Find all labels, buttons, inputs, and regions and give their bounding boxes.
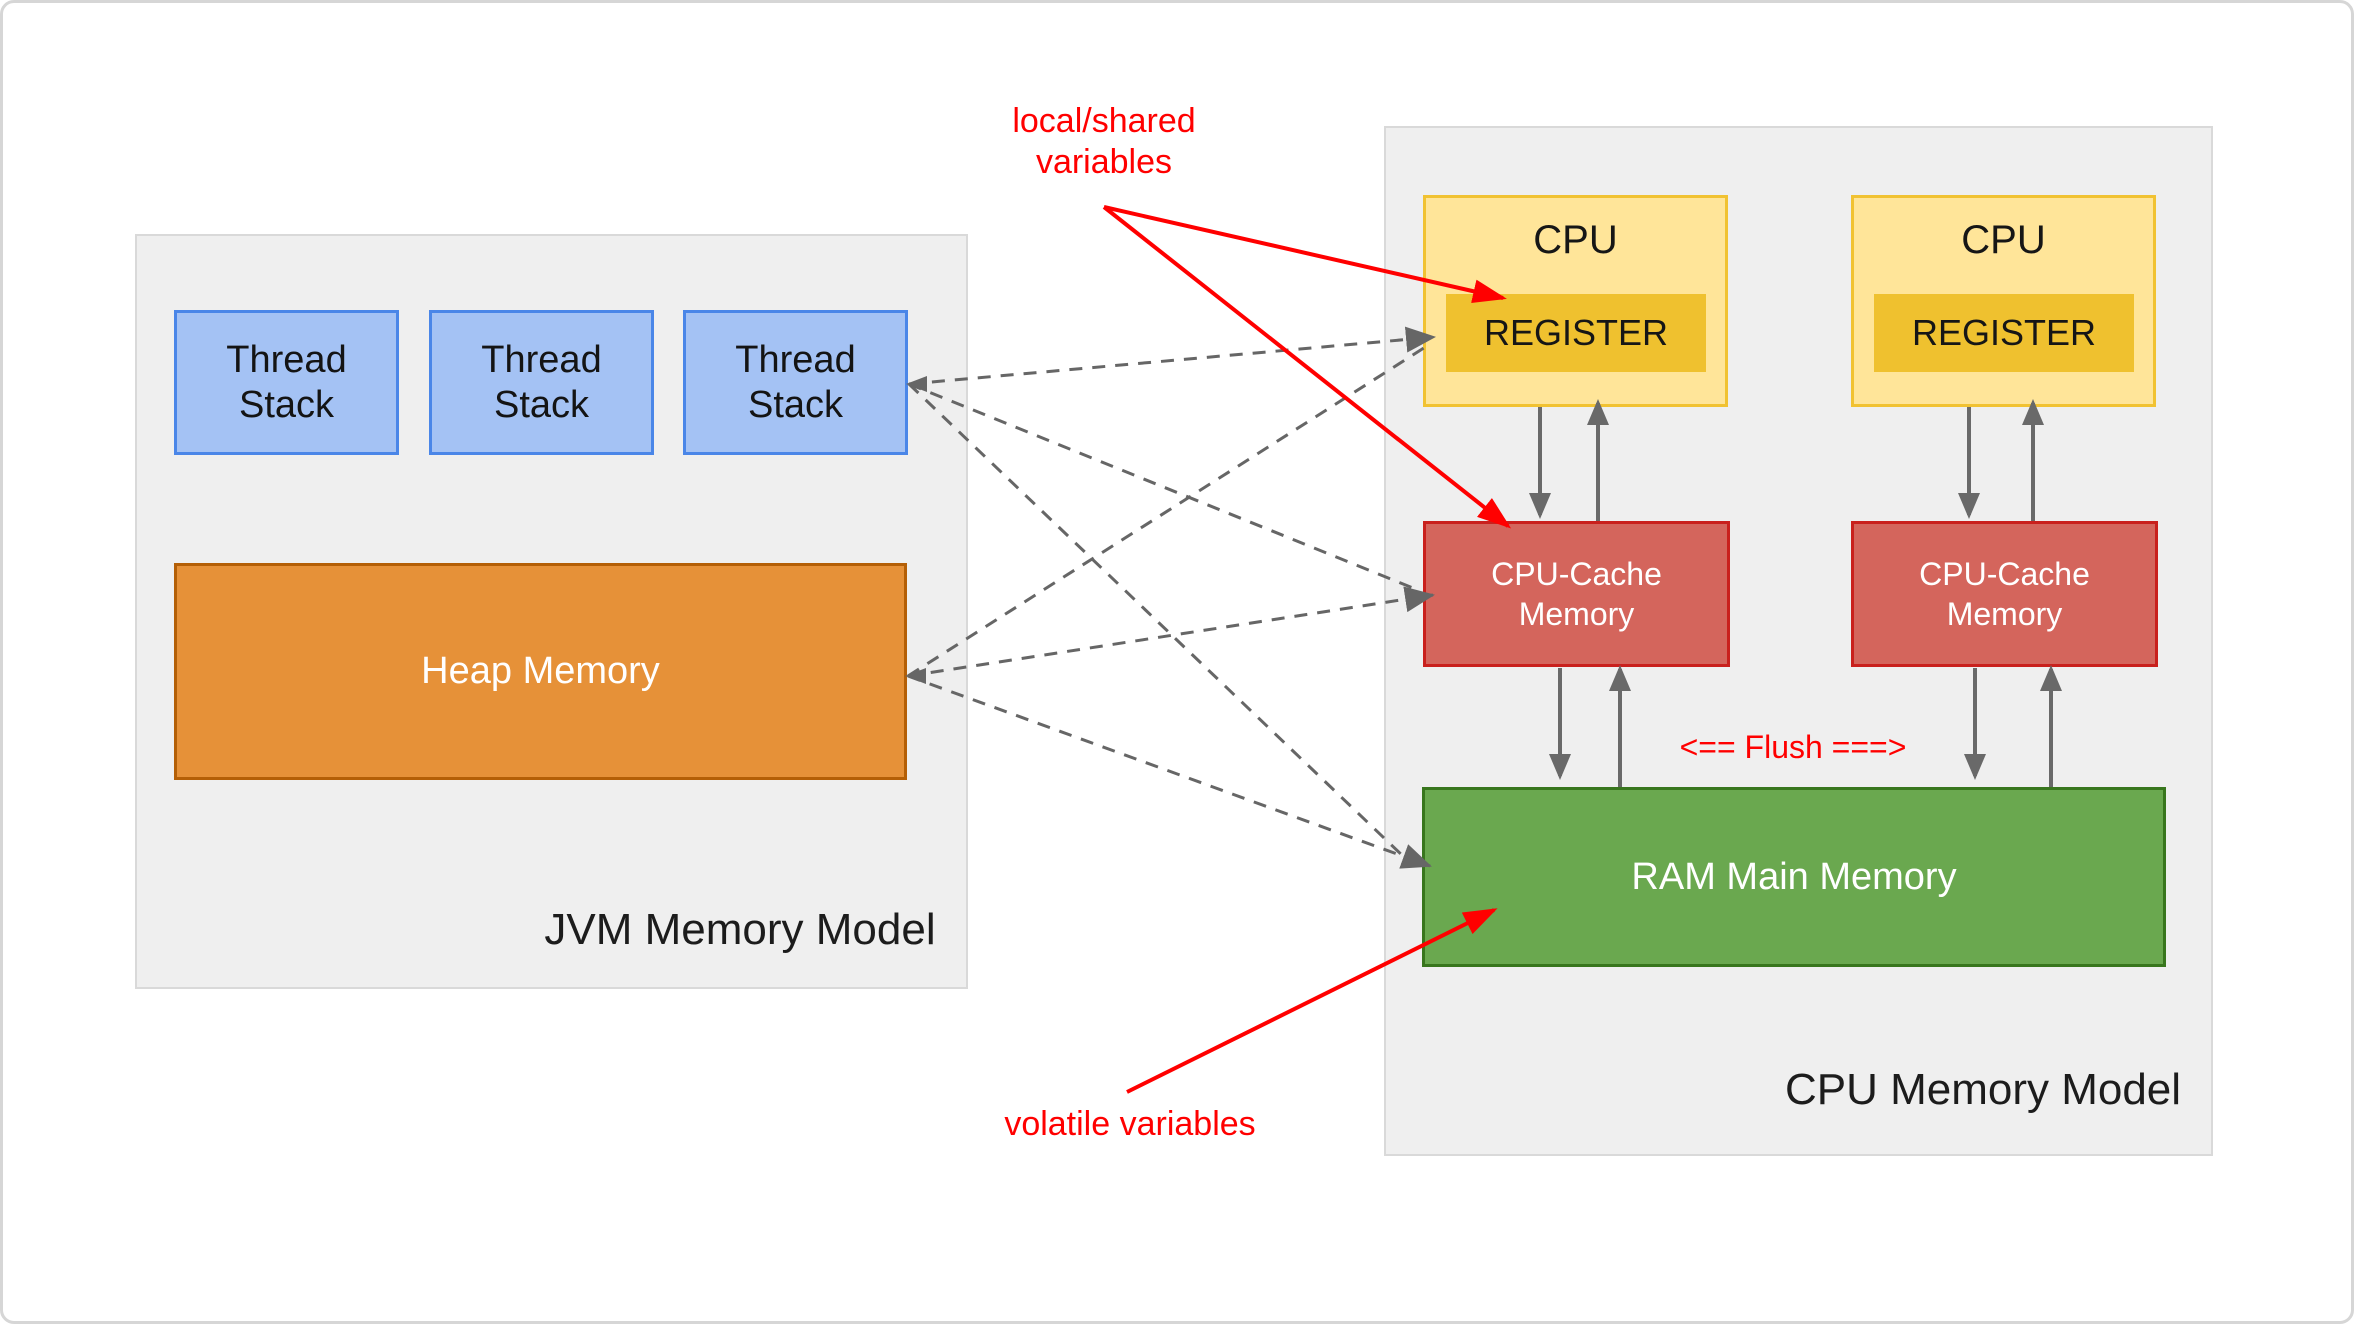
flush-annotation: <== Flush ===> [1679, 729, 1907, 765]
ram-label: RAM Main Memory [1631, 855, 1957, 898]
dashed-connector-threadstack-register [908, 326, 1436, 386]
register-label: REGISTER [1483, 312, 1669, 353]
cpu-box-1: CPU REGISTER [1423, 195, 1728, 407]
thread-stack-label: Thread Stack [481, 338, 602, 426]
dashed-connector-threadstack-cache [908, 382, 1414, 590]
cpu-box-2: CPU REGISTER [1851, 195, 2156, 407]
thread-stack-box-2: Thread Stack [429, 310, 654, 455]
dashed-connector-heap-cache [907, 586, 1435, 678]
heap-memory-label: Heap Memory [421, 650, 660, 692]
cpu-cache-memory-box-1: CPU-Cache Memory [1423, 521, 1730, 667]
cpu-label: CPU [1533, 218, 1618, 262]
cpu-label: CPU [1961, 218, 2046, 262]
jvm-panel-title: JVM Memory Model [544, 905, 936, 954]
register-box-1: REGISTER [1446, 294, 1706, 372]
thread-stack-box-3: Thread Stack [683, 310, 908, 455]
thread-stack-label: Thread Stack [735, 338, 856, 426]
heap-memory-box: Heap Memory [174, 563, 907, 780]
cpu-panel-title: CPU Memory Model [1784, 1065, 2182, 1114]
register-box-2: REGISTER [1874, 294, 2134, 372]
cpu-cache-label: CPU-Cache Memory [1919, 556, 2090, 632]
register-label: REGISTER [1911, 312, 2097, 353]
thread-stack-box-1: Thread Stack [174, 310, 399, 455]
ram-main-memory-box: RAM Main Memory [1422, 787, 2166, 967]
cpu-cache-label: CPU-Cache Memory [1491, 556, 1662, 632]
volatile-variables-annotation: volatile variables [1004, 1105, 1256, 1143]
local-shared-variables-annotation: local/shared variables [1012, 102, 1196, 181]
cpu-cache-memory-box-2: CPU-Cache Memory [1851, 521, 2158, 667]
dashed-connector-threadstack-ram [907, 382, 1407, 860]
thread-stack-label: Thread Stack [226, 338, 347, 426]
dashed-connector-heap-ram [907, 674, 1432, 869]
dashed-connector-heap-register [907, 344, 1428, 678]
